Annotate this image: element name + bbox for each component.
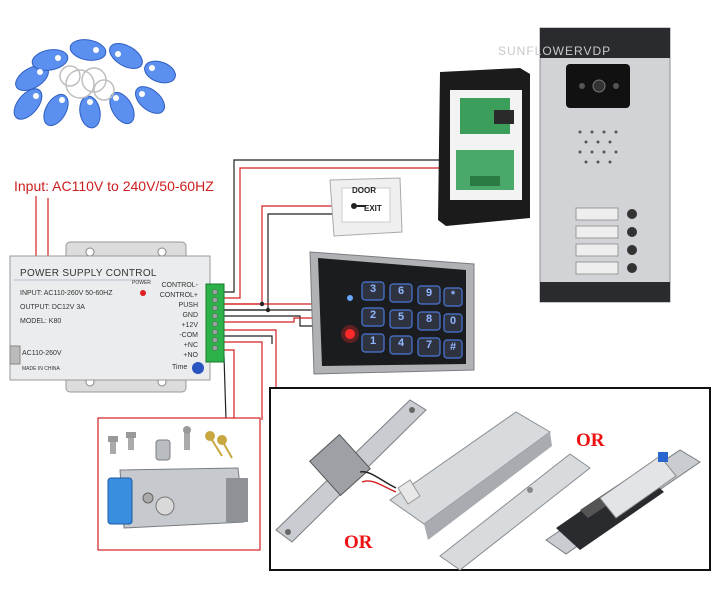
- keypad-key-label: #: [449, 341, 457, 353]
- psu-title: POWER SUPPLY CONTROL: [20, 268, 157, 279]
- lock-options-box: [269, 387, 711, 571]
- electric-rim-lock: [97, 417, 261, 551]
- power-supply-box: [9, 241, 225, 393]
- outdoor-panel: [539, 27, 671, 303]
- intercom-controller: [438, 68, 530, 226]
- keypad-key-label: 4: [397, 337, 405, 349]
- keypad-key-label: *: [450, 289, 456, 301]
- psu-ac-label: AC110-260V: [22, 350, 62, 357]
- keypad-key-label: 6: [397, 285, 405, 297]
- exit-button-door-text: DOOR: [352, 186, 376, 195]
- terminal-label: PUSH: [178, 302, 198, 309]
- or-label: OR: [344, 532, 373, 553]
- psu-model: MODEL: K80: [20, 318, 62, 325]
- keypad-key-label: 0: [449, 315, 457, 327]
- keypad-keys: [361, 281, 463, 359]
- psu-power-label: POWER: [132, 280, 151, 286]
- psu-output-spec: OUTPUT: DC12V 3A: [20, 304, 85, 311]
- control-wires: [223, 159, 462, 421]
- keypad-key-label: 9: [425, 287, 433, 299]
- keypad-key-label: 1: [369, 335, 377, 347]
- keypad-key-label: 7: [425, 339, 433, 351]
- terminal-label: CONTROL+: [159, 292, 198, 299]
- terminal-label: +NC: [183, 342, 198, 349]
- rfid-tags: [13, 39, 176, 129]
- psu-time-label: Time: [172, 364, 188, 371]
- keypad-key-label: 3: [369, 283, 377, 295]
- terminal-label: +NO: [183, 352, 198, 359]
- keypad-key-label: 8: [425, 313, 433, 325]
- psu-input-spec: INPUT: AC110-260V 50-60HZ: [20, 290, 113, 297]
- input-wires: [35, 196, 49, 256]
- terminal-label: GND: [182, 312, 198, 319]
- exit-button-device: [329, 177, 403, 237]
- or-label: OR: [576, 430, 605, 451]
- input-voltage-label: Input: AC110V to 240V/50-60HZ: [14, 178, 214, 194]
- exit-button-exit-text: EXIT: [364, 204, 382, 213]
- terminal-label: CONTROL-: [161, 282, 198, 289]
- keypad-key-label: 2: [369, 309, 377, 321]
- wire-junctions: [259, 301, 271, 313]
- terminal-label: -COM: [179, 332, 198, 339]
- psu-made-in: MADE IN CHINA: [22, 366, 60, 372]
- watermark: SUNFLOWERVDP: [498, 44, 612, 58]
- terminal-label: +12V: [181, 322, 198, 329]
- keypad-key-label: 5: [397, 311, 405, 323]
